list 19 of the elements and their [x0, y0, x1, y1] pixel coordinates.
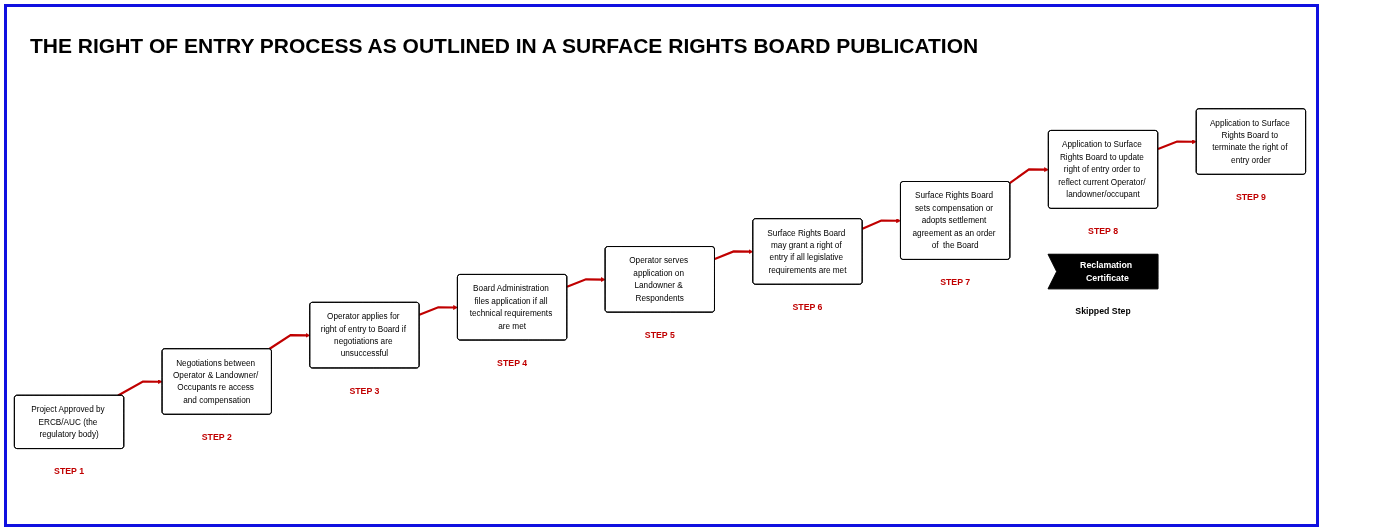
arrow [566, 277, 606, 288]
node-label: STEP 8 [1088, 226, 1119, 236]
arrow [1157, 139, 1197, 151]
node-label: STEP 7 [940, 277, 971, 287]
node-label: Skipped Step [1075, 306, 1131, 317]
arrow [419, 305, 458, 316]
node-label: STEP 5 [644, 330, 675, 340]
node-label: STEP 3 [349, 386, 380, 396]
arrow [268, 332, 311, 350]
arrow [117, 379, 163, 397]
arrow [714, 249, 754, 260]
node-label: STEP 9 [1235, 192, 1266, 202]
node-label: STEP 1 [54, 466, 85, 476]
node-label: STEP 4 [497, 358, 528, 368]
node-label: STEP 6 [792, 302, 823, 312]
arrow [1009, 167, 1049, 185]
arrow [862, 218, 901, 230]
diagram-title: THE RIGHT OF ENTRY PROCESS AS OUTLINED IN A SURFACE RIGHTS BOARD PUBLICATION [30, 34, 979, 58]
node-label: STEP 2 [201, 432, 232, 442]
